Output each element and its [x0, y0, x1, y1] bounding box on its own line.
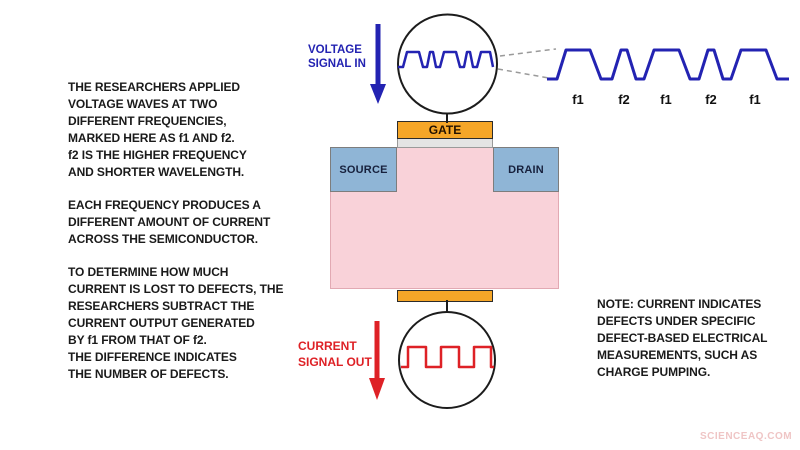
freq-label-f2-1: f2: [618, 92, 630, 107]
freq-label-f2-2: f2: [705, 92, 717, 107]
freq-label-f1-1: f1: [572, 92, 584, 107]
current-waveform-circle: [398, 311, 496, 409]
source-label: SOURCE: [339, 163, 388, 176]
voltage-arrow-icon: [370, 24, 386, 104]
left-text-block-1: THE RESEARCHERS APPLIED VOLTAGE WAVES AT…: [68, 80, 247, 179]
gate-contact: GATE: [397, 121, 493, 139]
freq-label-f1-2: f1: [660, 92, 672, 107]
current-square-wave: [401, 345, 494, 369]
drain-label: DRAIN: [508, 163, 544, 176]
voltage-waveform-expanded: [547, 48, 789, 81]
voltage-signal-label: VOLTAGE SIGNAL IN: [308, 44, 366, 70]
oxide-layer: [397, 138, 493, 148]
current-signal-label: CURRENT SIGNAL OUT: [298, 339, 372, 369]
left-text-block-2: EACH FREQUENCY PRODUCES A DIFFERENT AMOU…: [68, 198, 271, 246]
substrate-contact: [397, 290, 493, 302]
drain-region: DRAIN: [493, 147, 559, 192]
voltage-waveform-circle: [397, 13, 498, 115]
watermark: SCIENCEAQ.COM: [700, 431, 793, 442]
freq-label-f1-3: f1: [749, 92, 761, 107]
source-region: SOURCE: [330, 147, 397, 192]
voltage-waveform-small: [398, 50, 495, 69]
gate-label: GATE: [428, 123, 462, 137]
note-text: NOTE: CURRENT INDICATES DEFECTS UNDER SP…: [597, 297, 768, 379]
left-text-block-3: TO DETERMINE HOW MUCH CURRENT IS LOST TO…: [68, 265, 284, 381]
magnifier-dash-top: [499, 48, 557, 57]
magnifier-dash-bottom: [497, 68, 561, 81]
